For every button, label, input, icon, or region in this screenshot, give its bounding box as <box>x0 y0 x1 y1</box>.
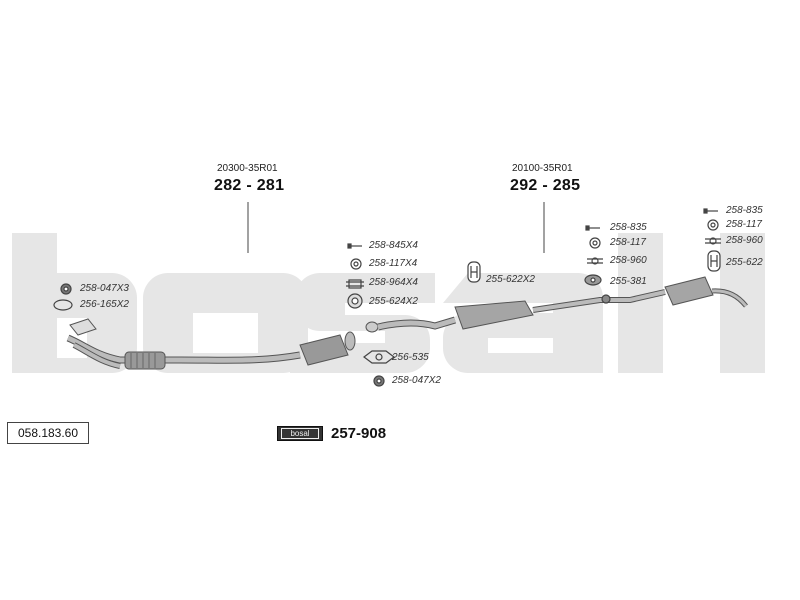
pipe-clamp-icon <box>601 294 611 304</box>
fitting-label: 255-381 <box>610 276 647 287</box>
fitting-label: 258-964X4 <box>369 277 418 288</box>
fitting-label: 258-117 <box>610 237 646 248</box>
bolt-icon-3 <box>703 208 718 214</box>
spring-icon <box>346 279 364 289</box>
diagram-number: 058.183.60 <box>7 422 89 444</box>
fitting-label: 258-117X4 <box>369 258 418 269</box>
fitting-label: 258-845X4 <box>369 240 418 251</box>
kit-number: 257-908 <box>331 425 387 442</box>
fitting-label: 258-047X2 <box>392 375 441 386</box>
bolt-icon-2 <box>585 225 600 231</box>
bolt-icon <box>347 243 362 249</box>
fitting-label: 256-165X2 <box>80 299 129 310</box>
rear-silencer <box>664 276 748 308</box>
rubber-mount-icon-2 <box>373 375 385 387</box>
fitting-label: 258-960 <box>610 255 647 266</box>
bosal-logo-text: bosal <box>281 428 319 439</box>
washer-icon-3 <box>707 219 719 231</box>
washer-icon-2 <box>589 237 601 249</box>
oe-number-front: 20300-35R01 <box>217 163 278 174</box>
part-number-front: 282 - 281 <box>214 177 285 194</box>
fitting-label: 258-960 <box>726 235 763 246</box>
washer-icon <box>350 258 362 270</box>
bosal-watermark <box>12 233 765 373</box>
center-pipe <box>365 289 666 333</box>
fitting-icons <box>53 208 721 387</box>
fitting-label: 255-622 <box>726 257 763 268</box>
hanger-icon <box>467 261 481 283</box>
clip-icon-2 <box>705 237 721 245</box>
bosal-logo: bosal <box>277 426 323 441</box>
part-number-rear: 292 - 285 <box>510 177 581 194</box>
clamp-icon <box>347 293 363 309</box>
fitting-label: 258-047X3 <box>80 283 129 294</box>
fitting-label: 256-535 <box>392 352 429 363</box>
fitting-label: 255-624X2 <box>369 296 418 307</box>
fitting-label: 255-622X2 <box>486 274 535 285</box>
oe-number-rear: 20100-35R01 <box>512 163 573 174</box>
front-pipe <box>66 318 356 370</box>
fitting-label: 258-835 <box>610 222 647 233</box>
fitting-label: 258-117 <box>726 219 762 230</box>
gasket-diamond-icon <box>363 350 395 364</box>
rubber-ring-icon <box>584 274 602 286</box>
clip-icon <box>587 257 603 265</box>
hanger-icon-2 <box>707 250 721 272</box>
leader-lines <box>247 202 545 253</box>
gasket-ring-icon <box>53 299 73 311</box>
rubber-mount-icon <box>60 283 72 295</box>
fitting-label: 258-835 <box>726 205 763 216</box>
